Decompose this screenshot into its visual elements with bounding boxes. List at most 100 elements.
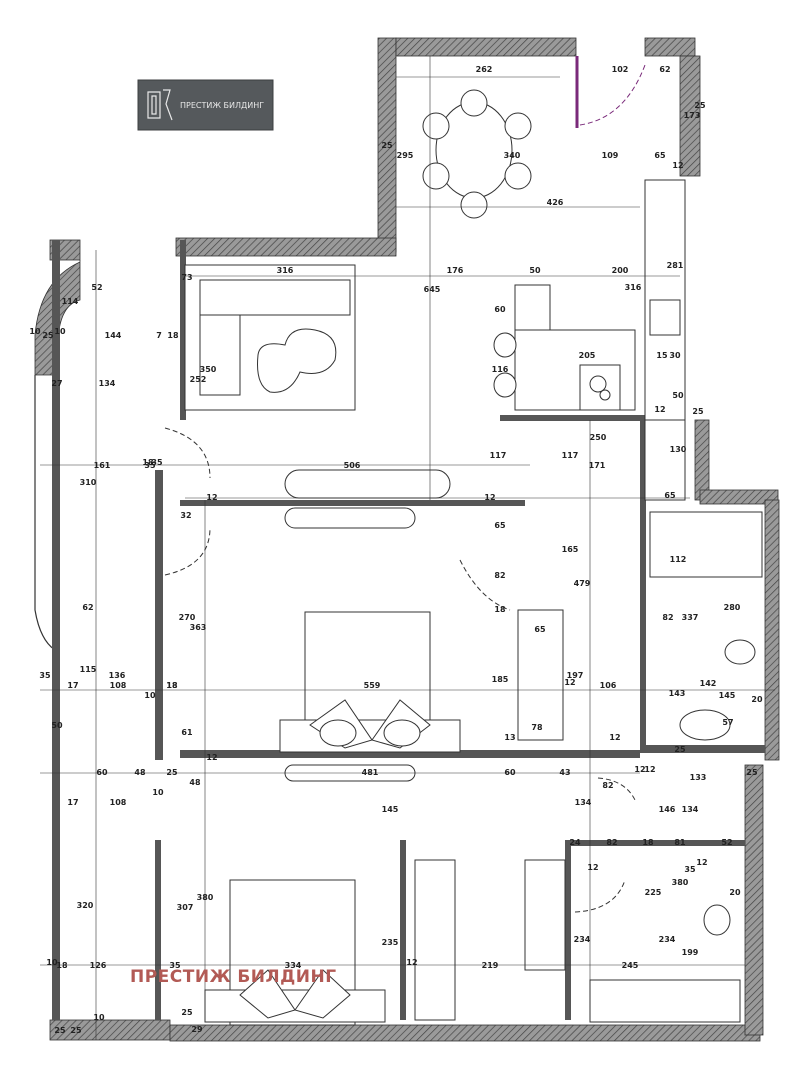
dimension-label: 235 [382,938,399,947]
dimension-label: 78 [531,723,543,732]
dimension-label: 142 [700,679,717,688]
dimension-label: 12 [484,493,495,502]
dimension-label: 340 [504,151,521,160]
dimension-label: 50 [51,721,63,730]
dimension-label: 130 [670,445,687,454]
dimension-label: 62 [659,65,670,74]
dimension-label: 108 [110,798,127,807]
dimension-label: 60 [96,768,108,777]
dimension-label: 12 [672,161,683,170]
dimension-label: 12 [634,765,645,774]
dimension-label: 102 [612,65,629,74]
dimension-label: 199 [682,948,699,957]
dimension-label: 81 [674,838,686,847]
dimension-label: 12 [206,753,217,762]
dimension-label: 25 [381,141,393,150]
dining-table [422,89,532,219]
dimension-label: 7 [156,331,162,340]
dimension-label: 35 [169,961,181,970]
dimension-label: 136 [109,671,126,680]
dimension-label: 20 [729,888,741,897]
dimension-label: 134 [682,805,699,814]
dimension-label: 310 [80,478,97,487]
dimension-label: 262 [476,65,493,74]
dimension-label: 25 [181,1008,193,1017]
company-logo: ПРЕСТИЖ БИЛДИНГ [137,79,274,131]
watermark-text: ПРЕСТИЖ БИЛДИНГ [130,967,337,987]
dimension-label: 481 [362,768,379,777]
dimension-label: 35 [151,458,163,467]
dimension-label: 25 [694,101,706,110]
dimension-label: 350 [200,365,217,374]
dimension-label: 43 [559,768,570,777]
dimension-label: 13 [504,733,515,742]
dimension-label: 106 [600,681,617,690]
dimension-label: 82 [662,613,673,622]
dimension-label: 337 [682,613,699,622]
dimension-label: 27 [51,379,62,388]
dimension-label: 109 [602,151,619,160]
kitchen-counters [493,179,686,501]
dimension-label: 116 [492,365,509,374]
dimension-label: 25 [42,331,54,340]
dimension-label: 12 [696,858,707,867]
dimension-label: 234 [574,935,591,944]
dimension-label: 20 [751,695,763,704]
dimension-label: 171 [589,461,606,470]
dimension-label: 18 [166,681,178,690]
dimension-label: 12 [587,863,598,872]
dimension-label: 320 [77,901,94,910]
dimension-label: 316 [625,283,642,292]
dimension-label: 29 [191,1025,203,1034]
dimension-label: 12 [564,678,575,687]
dimension-label: 146 [659,805,676,814]
dimension-label: 506 [344,461,361,470]
dimension-label: 280 [724,603,741,612]
dimension-label: 117 [490,451,507,460]
bathroom-fixtures [589,511,763,1023]
dimension-label: 645 [424,285,441,294]
dimension-label: 134 [575,798,592,807]
dimension-label: 60 [504,768,516,777]
dimension-label: 18 [56,961,68,970]
dimension-label: 25 [166,768,178,777]
dimension-label: 270 [179,613,196,622]
dimension-label: 133 [690,773,707,782]
dimension-label: 35 [684,865,696,874]
dimension-label: 12 [654,405,665,414]
dimension-label: 316 [277,266,294,275]
dimension-label: 25 [674,745,686,754]
dimension-label: 82 [494,571,505,580]
dimension-label: 363 [190,623,207,632]
dimension-label: 144 [105,331,122,340]
exterior-walls [49,37,780,1042]
dimension-label: 161 [94,461,111,470]
dimension-label: 30 [669,351,681,360]
dimension-label: 126 [90,961,107,970]
dimension-label: 17 [67,798,78,807]
dimension-label: 10 [93,1013,105,1022]
dimension-label: 245 [622,961,639,970]
dimension-label: 112 [670,555,687,564]
dimension-label: 10 [144,691,156,700]
dimension-label: 380 [672,878,689,887]
dimension-label: 10 [54,327,66,336]
dimension-label: 25 [54,1026,66,1035]
dimension-label: 18 [642,838,654,847]
bed-main [279,611,461,753]
dimension-label: 426 [547,198,564,207]
bed-second [204,879,386,1026]
dimension-label: 57 [722,718,733,727]
dimension-label: 145 [382,805,399,814]
dimension-label: 65 [534,625,546,634]
dimension-label: 12 [644,765,655,774]
dimension-label: 307 [177,903,194,912]
dimension-label: 25 [70,1026,82,1035]
door-swings [164,64,646,913]
dimension-label: 134 [99,379,116,388]
dimension-label: 18 [494,605,506,614]
dimension-label: 10 [29,327,41,336]
dimension-label: 65 [494,521,506,530]
